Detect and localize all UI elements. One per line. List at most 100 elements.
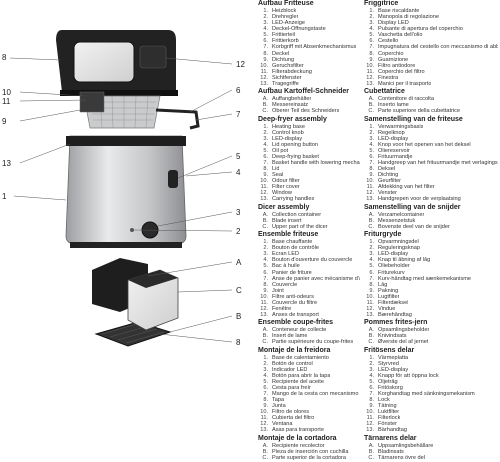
part-label: Opvarmningsdel: [378, 239, 419, 246]
part-item: 11.Cubierta del filtro: [258, 415, 360, 421]
part-item: C.Bovenste deel van de snijder: [364, 224, 498, 230]
part-key: 5.: [369, 147, 374, 154]
part-label: Écran LED: [272, 251, 300, 258]
part-label: Guarnizione: [378, 56, 409, 63]
part-key: 6.: [369, 269, 374, 276]
part-item: 11.Coperchio del filtro: [364, 69, 498, 75]
section-title: Aufbau Kartoffel-Schneider: [258, 88, 350, 95]
part-key: 9.: [369, 172, 374, 179]
part-label: Manopola di regolazione: [378, 14, 439, 21]
part-key: 4.: [263, 257, 268, 264]
part-label: Contenitore di raccolta: [378, 96, 434, 103]
odour-filter: [79, 91, 105, 113]
part-key: 2.: [369, 360, 374, 367]
part-label: Bærehåndtag: [378, 311, 412, 318]
part-label: Base chauffante: [272, 239, 313, 246]
part-key: 10.: [366, 62, 374, 69]
part-label: Insert de lame: [272, 333, 308, 340]
part-item: 1.Heizblock: [258, 8, 360, 14]
part-key: 9.: [369, 403, 374, 410]
part-key: C.: [262, 454, 268, 461]
part-key: 13.: [366, 427, 374, 434]
part-key: 3.: [263, 366, 268, 373]
part-item: 8.Couvercle: [258, 282, 360, 288]
part-key: 7.: [369, 160, 374, 167]
part-item: 3.LED-display: [258, 136, 360, 142]
callout-5: 5: [236, 152, 241, 161]
part-item: 1. Base chauffante: [258, 239, 360, 245]
part-key: 4.: [263, 26, 268, 33]
part-item: 2.Control knob: [258, 130, 360, 136]
part-label: Filterabdeckung: [272, 68, 312, 75]
part-item: A.Conteneur de collecte: [258, 327, 360, 333]
part-key: 3.: [369, 135, 374, 142]
part-label: Anses de transport: [272, 311, 319, 318]
part-label: Lugtfilter: [378, 293, 400, 300]
part-label: Reguleringsknap: [378, 245, 420, 252]
callout-6: 6: [236, 86, 241, 95]
dicer: [92, 258, 179, 347]
window: [73, 41, 135, 83]
part-item: 1.Verwarmingsbasis: [364, 124, 498, 130]
part-label: Venster: [378, 190, 397, 197]
part-key: 10.: [260, 62, 268, 69]
part-key: 13.: [366, 80, 374, 87]
part-key: 9.: [263, 172, 268, 179]
part-key: 9.: [369, 56, 374, 63]
part-key: 12.: [260, 305, 268, 312]
part-item: 10.Geurfilter: [364, 178, 498, 184]
part-item: 9.Dichtung: [258, 57, 360, 63]
part-item: 10.Geruchsfilter: [258, 63, 360, 69]
part-key: 2.: [369, 14, 374, 21]
part-key: 7.: [263, 160, 268, 167]
part-label: Auffangbehälter: [272, 96, 312, 103]
part-item: 4.Lid opening button: [258, 142, 360, 148]
part-item: C.Parte superior de la cortadora: [258, 455, 360, 461]
callout-7: 7: [236, 110, 241, 119]
part-key: 8.: [263, 281, 268, 288]
part-item: 4.Deckel-Öffnungstaste: [258, 26, 360, 32]
part-key: 6.: [263, 153, 268, 160]
part-label: Styrvred: [378, 360, 399, 367]
callout-8: 8: [2, 53, 7, 62]
part-item: 5.Frittierteil: [258, 32, 360, 38]
part-label: Friturekurv: [378, 269, 405, 276]
part-label: Regelknop: [378, 129, 405, 136]
part-label: Ventana: [272, 421, 293, 428]
part-key: 6.: [263, 269, 268, 276]
part-label: Dichting: [378, 172, 399, 179]
part-item: 6.Frituurmandje: [364, 154, 498, 160]
part-item: 11.Filterlock: [364, 415, 498, 421]
part-label: Fritöskorg: [378, 385, 403, 392]
part-key: 7.: [263, 391, 268, 398]
part-label: Upper part of the dicer: [272, 223, 328, 230]
part-item: 3.LED-display: [364, 367, 498, 373]
part-label: Heating base: [272, 123, 305, 130]
section-title: Ensemble friteuse: [258, 231, 319, 239]
callout-B: B: [236, 312, 241, 321]
part-key: A.: [262, 211, 268, 218]
part-item: 9. Guarnizione: [364, 57, 498, 63]
part-key: 1.: [263, 239, 268, 246]
part-label: Indicador LED: [272, 366, 308, 373]
section-title: Montaje de la cortadora: [258, 434, 337, 442]
part-label: Filterlock: [378, 415, 401, 422]
part-label: Filtro de olores: [272, 409, 309, 416]
part-key: 3.: [263, 251, 268, 258]
section-title: Cubettatrice: [364, 88, 405, 95]
part-key: 10.: [366, 293, 374, 300]
part-label: Botón para abrir la tapa: [272, 372, 331, 379]
part-item: 3.LED-display: [364, 136, 498, 142]
callout-2: 2: [236, 227, 241, 236]
part-label: Heizblock: [272, 8, 297, 15]
part-item: 1.Heating base: [258, 124, 360, 130]
part-item: 12.Ventana: [258, 421, 360, 427]
part-label: Filterdæksel: [378, 299, 409, 306]
part-label: Kurv-håndtag med sænkemekanisme: [378, 275, 471, 282]
part-key: 4.: [263, 141, 268, 148]
part-item: 8.Låg: [364, 282, 498, 288]
